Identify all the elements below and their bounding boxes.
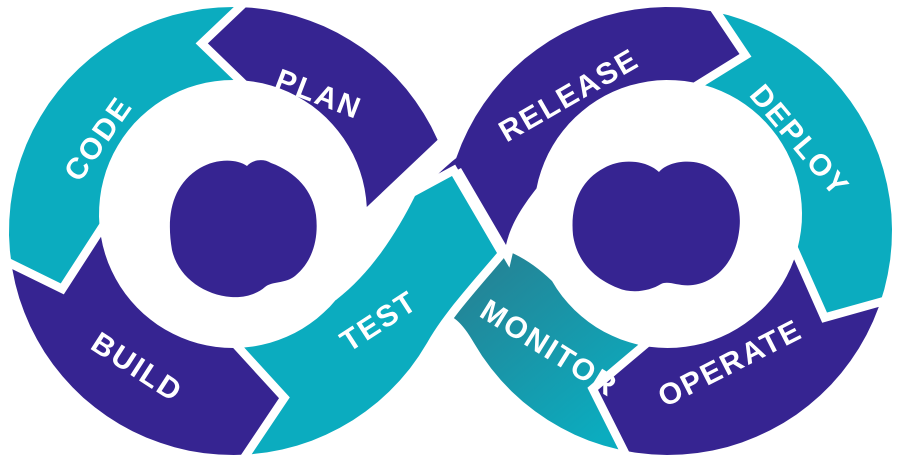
center-blob-right bbox=[572, 161, 740, 292]
segment-test bbox=[244, 176, 497, 455]
segment-release bbox=[424, 7, 740, 245]
segment-deploy bbox=[695, 11, 892, 317]
center-blob-left bbox=[169, 160, 317, 298]
segment-monitor bbox=[432, 245, 639, 450]
segment-build bbox=[12, 236, 288, 455]
segment-plan bbox=[198, 7, 438, 207]
segment-operate bbox=[589, 259, 879, 455]
segment-code bbox=[9, 7, 234, 288]
